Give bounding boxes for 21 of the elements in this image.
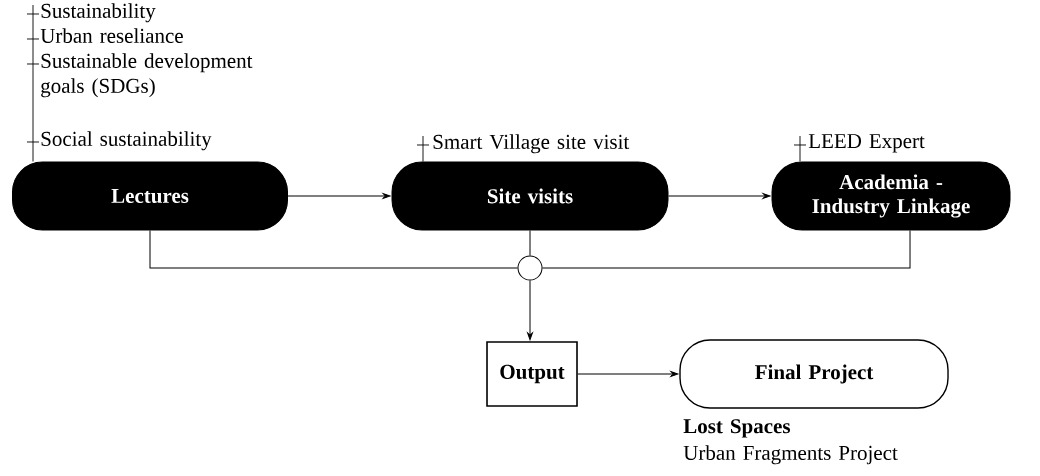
side-note: Urban reseliance [40, 28, 183, 43]
result-pill: Final Project [679, 339, 949, 409]
side-note: Sustainable development goals (SDGs) [41, 53, 253, 98]
side-note: Smart Village site visit [433, 134, 630, 154]
arrow [577, 371, 679, 377]
stage-pill: Academia - Industry Linkage [771, 161, 1011, 231]
connector-line [542, 230, 911, 269]
arrow [668, 193, 771, 199]
connector-line [149, 230, 518, 269]
stage-pill: Site visits [391, 161, 669, 231]
stage-pill: Lectures [12, 161, 288, 231]
arrow [287, 193, 391, 199]
connector-line [529, 230, 531, 256]
side-note: Sustainability [41, 3, 156, 23]
side-note: Social sustainability [41, 131, 212, 151]
side-note: Urban Fragments Project [683, 445, 898, 465]
junction-circle [517, 255, 543, 281]
arrow [527, 280, 533, 341]
output-box: Output [486, 341, 578, 407]
side-note: Lost Spaces [683, 419, 791, 438]
side-note: LEED Expert [808, 134, 925, 153]
